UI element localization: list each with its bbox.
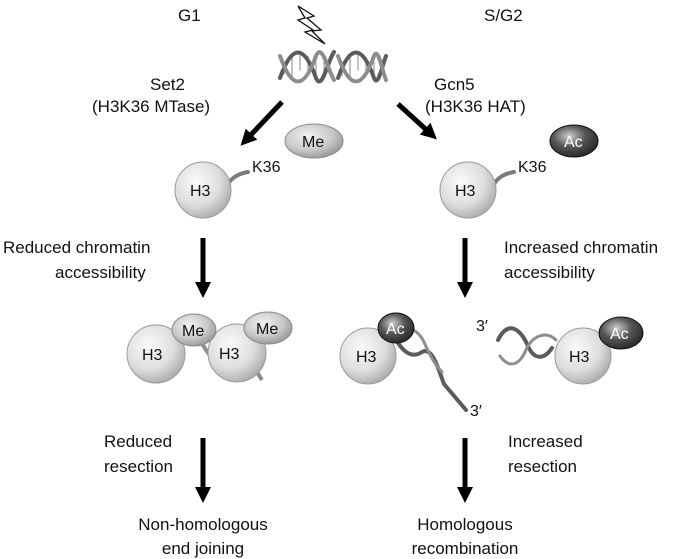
right-diagonal-arrow — [396, 102, 437, 140]
left-mark-label: Me — [302, 134, 324, 151]
acetyl-mark-icon — [598, 316, 644, 350]
left-resection-line1: Reduced — [104, 432, 172, 451]
right-outcome-line2: recombination — [412, 539, 519, 558]
left-compact-chromatin: H3 H3 Me Me — [126, 311, 293, 384]
right-outcome-line1: Homologous — [417, 515, 512, 534]
right-accessibility-line1: Increased chromatin — [504, 238, 658, 257]
right-chromatin-ac-a: Ac — [386, 321, 405, 338]
dna-end-label-lower: 3′ — [470, 403, 482, 420]
right-histone-h3: H3 K36 Ac — [439, 124, 599, 219]
right-histone-label: H3 — [455, 183, 476, 200]
right-enzyme-name: Gcn5 — [434, 75, 475, 94]
left-accessibility-line1: Reduced chromatin — [3, 238, 150, 257]
left-chromatin-me-b: Me — [256, 321, 278, 338]
phase-sg2-label: S/G2 — [484, 6, 523, 25]
histone-h3-icon — [126, 324, 186, 384]
methyl-mark-icon — [171, 313, 217, 347]
dna-end-label-upper: 3′ — [476, 318, 488, 335]
right-residue-label: K36 — [518, 159, 547, 176]
acetyl-mark-icon — [377, 312, 415, 344]
histone-h3-icon — [174, 161, 232, 219]
left-residue-label: K36 — [252, 159, 281, 176]
right-resection-line2: resection — [508, 457, 577, 476]
left-chromatin-me-a: Me — [182, 323, 204, 340]
phase-g1-label: G1 — [178, 6, 201, 25]
methyl-mark-icon — [243, 311, 293, 345]
acetyl-mark-icon — [549, 124, 599, 158]
methyl-mark-icon — [284, 123, 344, 159]
right-resected-dna: H3 H3 Ac Ac 3′ 3′ — [339, 312, 644, 420]
right-enzyme-role: (H3K36 HAT) — [425, 97, 526, 116]
left-chromatin-h3-a: H3 — [142, 347, 163, 364]
histone-h3-icon — [439, 161, 497, 219]
right-accessibility-line2: accessibility — [504, 263, 595, 282]
right-mark-label: Ac — [564, 134, 583, 151]
left-histone-h3: H3 K36 Me — [174, 123, 344, 219]
histone-h3-icon — [554, 327, 612, 385]
right-chromatin-h3-b: H3 — [569, 349, 590, 366]
right-chromatin-ac-b: Ac — [610, 326, 629, 343]
left-enzyme-role: (H3K36 MTase) — [92, 97, 210, 116]
dna-double-helix-icon — [278, 50, 388, 84]
right-resection-line1: Increased — [508, 432, 583, 451]
left-diagonal-arrow — [240, 100, 284, 146]
left-resection-line2: resection — [104, 457, 173, 476]
left-outcome-line1: Non-homologous — [138, 515, 267, 534]
histone-h3-icon — [339, 327, 397, 385]
lightning-bolt-icon — [296, 5, 326, 45]
left-enzyme-name: Set2 — [150, 75, 185, 94]
left-histone-label: H3 — [190, 183, 211, 200]
right-chromatin-h3-a: H3 — [356, 349, 377, 366]
left-chromatin-h3-b: H3 — [219, 346, 240, 363]
left-outcome-line2: end joining — [162, 539, 244, 558]
left-accessibility-line2: accessibility — [55, 263, 146, 282]
